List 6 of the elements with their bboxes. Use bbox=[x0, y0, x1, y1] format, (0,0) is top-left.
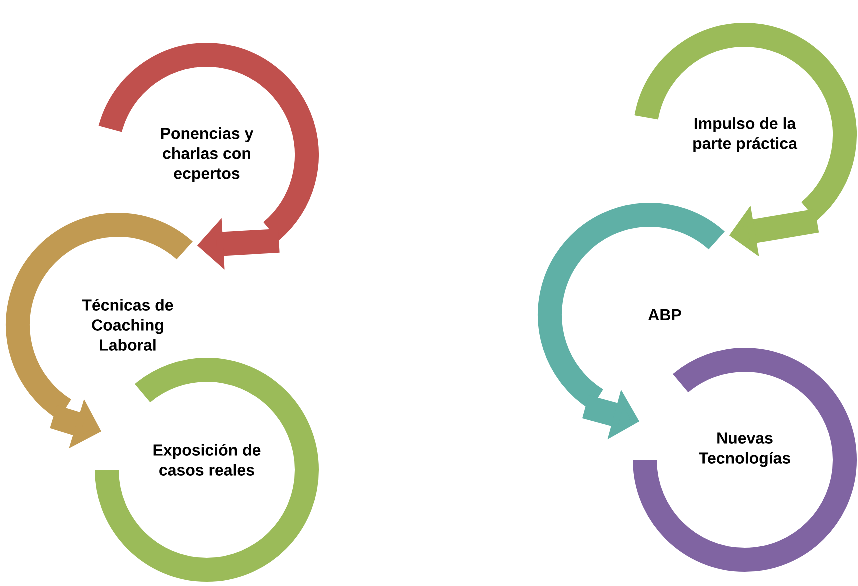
node-label: ABP bbox=[648, 310, 682, 320]
node-label: Técnicas de Coaching Laboral bbox=[82, 299, 174, 351]
node-label: Exposición de casos reales bbox=[154, 444, 261, 476]
node-label: Impulso de la parte práctica bbox=[694, 118, 798, 152]
node-label: Ponencias y charlas con ecpertos bbox=[161, 128, 254, 182]
node-label: Nuevas Tecnologías bbox=[699, 432, 790, 468]
